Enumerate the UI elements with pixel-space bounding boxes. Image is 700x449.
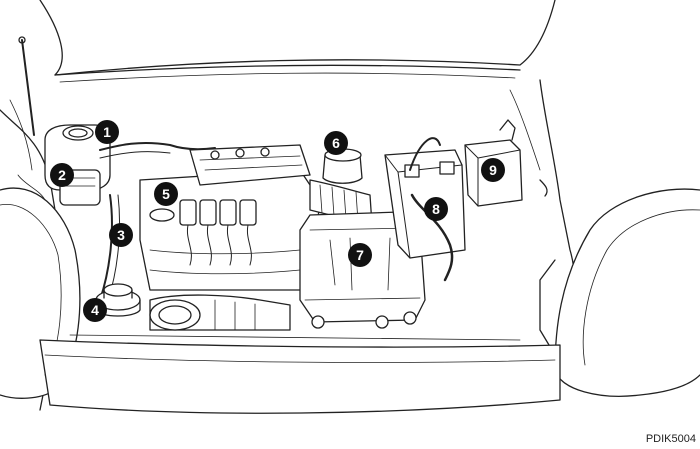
figure-code: PDIK5004 [645,433,696,445]
hood [39,0,556,76]
svg-text:9: 9 [489,162,497,178]
callout-1: 1 [95,120,119,144]
svg-text:4: 4 [91,302,99,318]
svg-text:1: 1 [103,124,111,140]
callout-7: 7 [348,243,372,267]
callout-4: 4 [83,298,107,322]
svg-text:7: 7 [356,247,364,263]
svg-text:6: 6 [332,135,340,151]
callout-5: 5 [154,182,178,206]
callout-3: 3 [109,223,133,247]
svg-text:2: 2 [58,167,66,183]
reservoir-6 [322,154,363,184]
callout-2: 2 [50,163,74,187]
ignition-coils [179,199,257,226]
hood-prop-rod [21,39,35,136]
callout-6: 6 [324,131,348,155]
dipstick [99,194,113,301]
svg-text:8: 8 [432,201,440,217]
callouts: 1 2 3 4 5 6 7 8 [50,120,505,322]
svg-text:3: 3 [117,227,125,243]
right-headlamp [554,188,700,397]
callout-8: 8 [424,197,448,221]
callout-9: 9 [481,158,505,182]
svg-text:5: 5 [162,186,170,202]
front-bumper [39,339,561,414]
